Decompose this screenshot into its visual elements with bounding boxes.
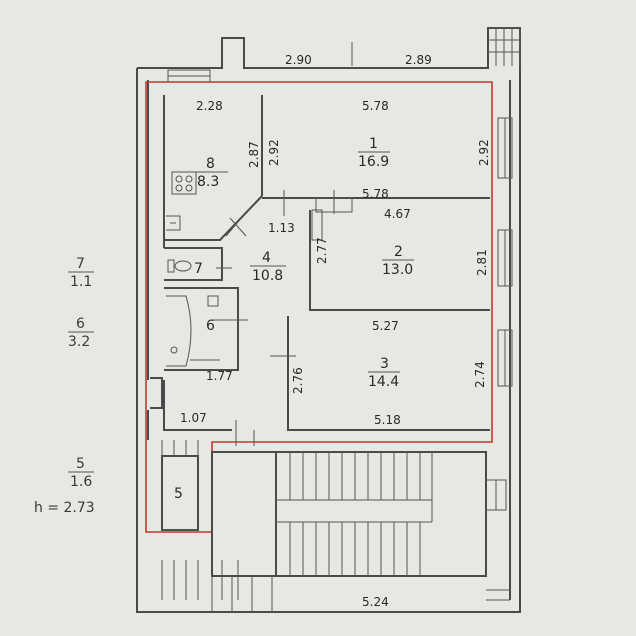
room2-area: 13.0 [382,262,413,278]
room7-number: 7 [194,261,203,277]
room6-number: 6 [206,318,215,334]
dim-room3-bottom: 5.18 [374,413,401,427]
room3-area: 14.4 [368,374,399,390]
room1-area: 16.9 [358,154,389,170]
side-legend: 7 1.1 6 3.2 5 1.6 h = 2.73 [34,256,95,516]
outer-walls [136,27,521,613]
dimension-labels: 2.90 2.89 2.28 5.78 5.78 2.87 2.92 2.92 … [180,53,491,609]
room5-number: 5 [174,486,183,502]
bottom-details [211,560,510,612]
dim-room1-top: 5.78 [362,99,389,113]
room8-number: 8 [206,156,215,172]
dim-room3-right: 2.74 [473,361,487,388]
apartment-contour [145,81,493,533]
dim-top-left: 2.90 [285,53,312,67]
dim-room2-right: 2.81 [475,249,489,276]
interior-walls [163,95,490,446]
room8-area: 8.3 [197,174,219,190]
stairwell [211,451,507,577]
dim-corridor: 1.07 [180,411,207,425]
room-labels: 1 16.9 2 13.0 3 14.4 4 10.8 8 8.3 7 6 5 [174,136,414,502]
dim-room2-left: 2.77 [315,237,329,264]
legend6-area: 3.2 [68,334,90,350]
room4-area: 10.8 [252,268,283,284]
dim-room1-left: 2.92 [267,139,281,166]
room3-number: 3 [380,356,389,372]
kitchen-stove-icon [171,171,197,195]
ceiling-height: h = 2.73 [34,500,95,516]
room4-number: 4 [262,250,271,266]
dim-room3-left: 2.76 [291,367,305,394]
sink-icon [166,215,181,231]
dim-hall-small: 1.13 [268,221,295,235]
dim-kitchen-side: 2.87 [247,141,261,168]
vestibule [161,440,199,600]
legend5-area: 1.6 [70,474,92,490]
toilet-icon [167,259,192,273]
dim-room1-bottom: 5.78 [362,187,389,201]
legend7-area: 1.1 [70,274,92,290]
dim-room3-top: 5.27 [372,319,399,333]
windows-right [497,117,513,387]
dim-room1-right: 2.92 [477,139,491,166]
dim-top-right: 2.89 [405,53,432,67]
dim-kitchen-top: 2.28 [196,99,223,113]
room1-number: 1 [369,136,378,152]
dim-bath-bottom: 1.77 [206,369,233,383]
dim-room2-top: 4.67 [384,207,411,221]
legend5-number: 5 [76,456,85,472]
room2-number: 2 [394,244,403,260]
dim-bottom: 5.24 [362,595,389,609]
legend7-number: 7 [76,256,85,272]
bathtub-icon [166,295,219,367]
legend6-number: 6 [76,316,85,332]
